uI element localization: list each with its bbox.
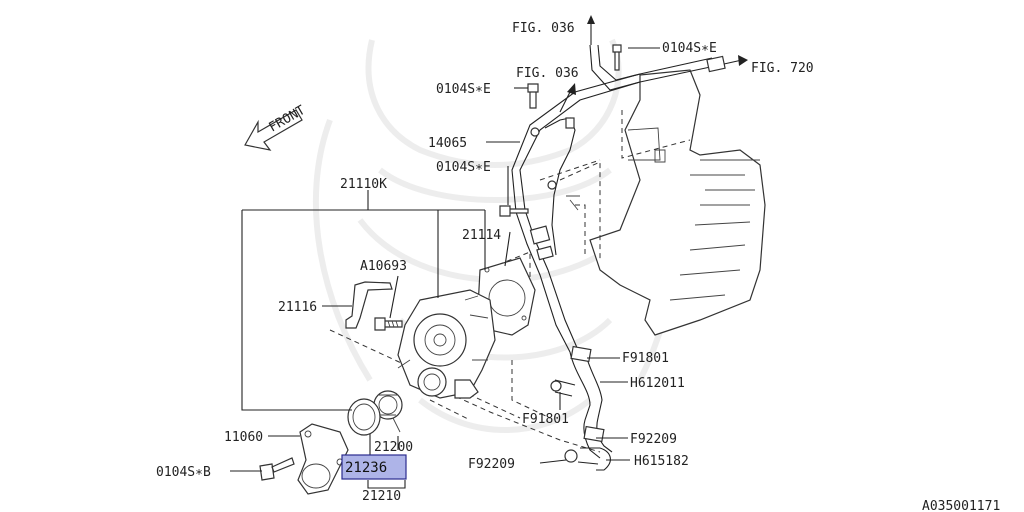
leader-lines (230, 47, 660, 489)
label-front: FRONT (267, 103, 309, 136)
label-hose-a[interactable]: H612011 (630, 376, 685, 391)
bolt-a10693 (374, 317, 403, 331)
label-ref-code: A035001171 (922, 499, 1000, 512)
label-bolt-e-mid[interactable]: 0104S∗E (436, 82, 491, 97)
assy-bracket-lines (241, 190, 486, 411)
label-fig720[interactable]: FIG. 720 (751, 61, 814, 76)
label-cover[interactable]: 11060 (224, 430, 263, 445)
highlight-box (341, 454, 407, 480)
thermostat-21200 (373, 390, 403, 433)
label-fig036-top[interactable]: FIG. 036 (512, 21, 575, 36)
label-clamp-a1[interactable]: F91801 (622, 351, 669, 366)
label-assy[interactable]: 21110K (340, 177, 387, 192)
label-thermo-set[interactable]: 21210 (362, 489, 401, 504)
label-bracket[interactable]: 21116 (278, 300, 317, 315)
label-hose-b[interactable]: H615182 (634, 454, 689, 469)
bolt-b (259, 457, 295, 481)
label-pipe[interactable]: 14065 (428, 136, 467, 151)
label-clamp-b1[interactable]: F92209 (630, 432, 677, 447)
engine-block (589, 69, 766, 336)
label-bolt-pump[interactable]: A10693 (360, 259, 407, 274)
label-bolt-e-left[interactable]: 0104S∗E (436, 160, 491, 175)
fig-arrows (559, 15, 748, 113)
label-clamp-a2[interactable]: F91801 (522, 412, 569, 427)
front-arrow-icon (244, 109, 303, 151)
bolts-e (499, 44, 622, 217)
thermostat-cover-11060 (297, 423, 349, 495)
gasket-21236 (347, 398, 381, 436)
label-gasket-thermo[interactable]: 21236 (345, 460, 387, 476)
label-thermostat[interactable]: 21200 (374, 440, 413, 455)
label-bolt-e-top[interactable]: 0104S∗E (662, 41, 717, 56)
pipe-14065 (511, 44, 726, 353)
water-pump (397, 289, 496, 399)
label-fig036-mid[interactable]: FIG. 036 (516, 66, 579, 81)
label-gasket-pump[interactable]: 21114 (462, 228, 501, 243)
label-clamp-b2[interactable]: F92209 (468, 457, 515, 472)
bracket-21116 (345, 281, 393, 329)
label-bolt-b[interactable]: 0104S∗B (156, 465, 211, 480)
